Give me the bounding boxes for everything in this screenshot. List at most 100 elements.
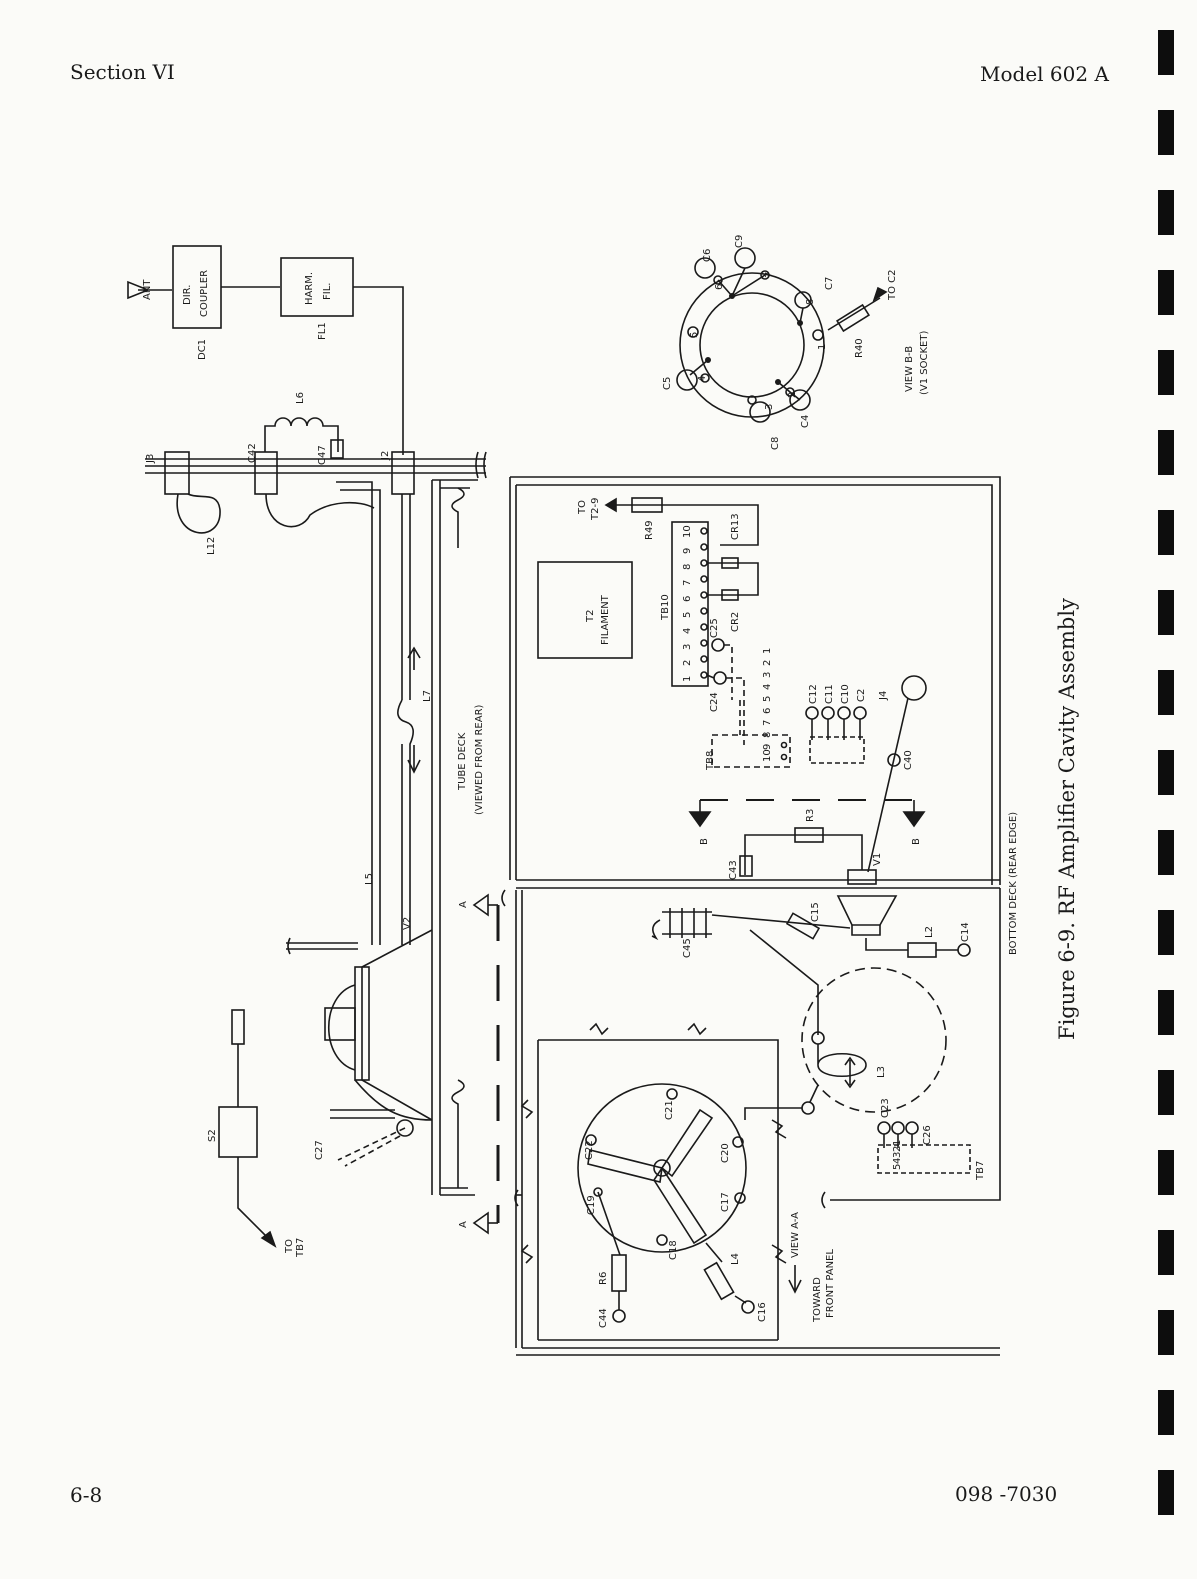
upper-enclosure	[510, 476, 1001, 885]
t2-label: T2	[585, 610, 596, 623]
c4-label: C4	[800, 415, 811, 428]
to-t2-9-label-2: T2-9	[590, 498, 601, 521]
tb8-terminals	[780, 741, 788, 761]
b-left-label: B	[699, 838, 710, 845]
r6-label: R6	[598, 1272, 609, 1285]
l7-label: L7	[422, 690, 433, 702]
l3-cavity	[801, 967, 947, 1113]
binding-hole	[1158, 590, 1174, 635]
c15-label: C15	[810, 902, 821, 922]
a-bottom-arrow	[472, 1211, 489, 1235]
l6-inductor	[264, 417, 339, 452]
binding-hole	[1158, 30, 1174, 75]
binding-hole	[1158, 190, 1174, 235]
tb10-terminal-9: 9	[682, 548, 693, 554]
tb8-terminal-9: 9	[762, 744, 773, 750]
coupler-label: COUPLER	[199, 270, 210, 317]
binding-hole	[1158, 110, 1174, 155]
tb8-terminal-6: 6	[762, 708, 773, 714]
to-t2-9-label-1: TO	[577, 500, 588, 515]
filament-label: FILAMENT	[600, 594, 611, 645]
binding-hole	[1158, 1070, 1174, 1115]
binding-hole	[1158, 1470, 1174, 1515]
c40-label: C40	[903, 750, 914, 770]
r40-resistor	[835, 303, 871, 333]
c17-label: C17	[720, 1192, 731, 1212]
r3-label: R3	[805, 809, 816, 822]
binding-hole	[1158, 270, 1174, 315]
model-heading: Model 602 A	[980, 62, 1109, 86]
to-c2-label: TO C2	[887, 269, 898, 301]
c43-label: C43	[728, 860, 739, 880]
l4-inductor	[703, 1261, 735, 1301]
tb8-label: TB8	[705, 751, 716, 771]
a-top-arrow	[472, 893, 489, 917]
tb8-strip	[711, 734, 791, 768]
c27-label: C27	[314, 1140, 325, 1160]
j4-connector	[901, 675, 927, 701]
tb10-terminal-8: 8	[682, 564, 693, 570]
tb10-terminals	[700, 527, 708, 679]
s2-switch	[218, 1106, 258, 1158]
j2-label: J2	[380, 451, 391, 461]
c27-capacitor	[330, 1109, 395, 1119]
r3-resistor	[794, 827, 824, 843]
l3-loop	[817, 1044, 867, 1077]
tb10-terminal-3: 3	[682, 644, 693, 650]
lower-enclosure	[515, 890, 1000, 1356]
l6-label: L6	[295, 392, 306, 404]
dir-coupler-box	[172, 245, 222, 329]
tb10-terminal-10: 10	[682, 525, 693, 538]
r6-resistor	[611, 1254, 627, 1292]
v1-socket-label: (V1 SOCKET)	[919, 331, 930, 395]
binding-hole	[1158, 990, 1174, 1035]
binding-hole	[1158, 430, 1174, 475]
tb7-label: TB7	[975, 1161, 986, 1181]
l5-label: L5	[364, 873, 375, 885]
l7-arrow-up	[407, 646, 421, 670]
c2-label: C2	[856, 689, 867, 702]
a-bottom-label: A	[458, 1221, 469, 1228]
l12-label: L12	[206, 537, 217, 555]
r40-label: R40	[854, 338, 865, 358]
l2-label: L2	[924, 926, 935, 938]
pin-5-label: 5	[689, 332, 700, 338]
tb10-terminal-1: 1	[682, 676, 693, 682]
tb8-terminal-1: 1	[762, 648, 773, 654]
c15-capacitor	[785, 912, 821, 940]
c47-label: C47	[317, 445, 328, 465]
tube-deck	[431, 479, 478, 1195]
tb7-terminal-2: 2	[892, 1146, 903, 1152]
pin-3-label: 3	[764, 404, 775, 410]
tb7-terminal-5: 5	[892, 1164, 903, 1170]
t2-filament-box	[537, 561, 633, 659]
binding-hole	[1158, 350, 1174, 395]
c16-label: C16	[757, 1302, 768, 1322]
fil-label: FIL.	[322, 283, 333, 300]
front-panel-label: FRONT PANEL	[825, 1249, 836, 1318]
bottom-deck-label: BOTTOM DECK (REAR EDGE)	[1008, 812, 1019, 955]
tb8-terminal-2: 2	[762, 660, 773, 666]
binding-hole	[1158, 830, 1174, 875]
to-tb7-label-2: TB7	[295, 1238, 306, 1258]
c7-label: C7	[824, 277, 835, 290]
c44-label: C44	[598, 1308, 609, 1328]
tube-deck-label: TUBE DECK	[457, 732, 468, 791]
tb10-label: TB10	[660, 594, 671, 621]
r49-resistor	[631, 497, 663, 513]
c47-capacitor	[330, 439, 344, 459]
j4-label: J4	[878, 691, 889, 701]
c25-label: C25	[709, 618, 720, 638]
j3-connector	[164, 451, 190, 495]
j2-connector	[391, 451, 415, 495]
c20-label: C20	[720, 1143, 731, 1163]
l4-label: L4	[730, 1253, 741, 1265]
c8-label: C8	[770, 437, 781, 450]
view-bb-label: VIEW B-B	[904, 346, 915, 392]
antenna-symbol	[127, 280, 172, 300]
c10-label: C10	[840, 684, 851, 704]
tb10-terminal-4: 4	[682, 628, 693, 634]
